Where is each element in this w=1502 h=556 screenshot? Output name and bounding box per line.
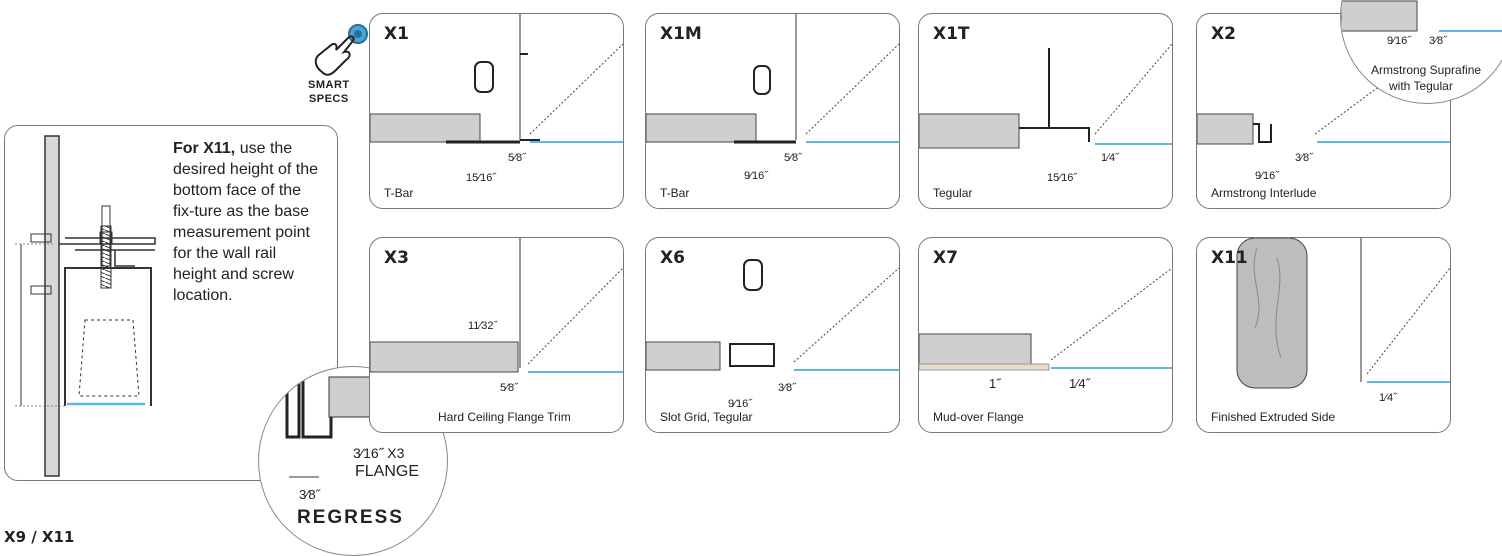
panel-x1t-label: Tegular bbox=[933, 186, 973, 200]
suprafine-dim-a: 9⁄16˝ bbox=[1387, 35, 1411, 47]
panel-x1[interactable]: X1 5⁄8˝ 15⁄16˝ T-Bar bbox=[369, 13, 624, 209]
hand-touch-icon bbox=[314, 24, 368, 76]
panel-x1m-title: X1M bbox=[660, 24, 702, 44]
panel-x2-dim-a: 3⁄8˝ bbox=[1295, 152, 1313, 164]
bottom-title: X9 / X11 bbox=[4, 528, 75, 546]
x11-detail-panel: For X11, use the desired height of the b… bbox=[4, 125, 338, 481]
panel-x7-dim-b: 1⁄4˝ bbox=[1069, 376, 1090, 391]
panel-x1m-dim-a: 5⁄8˝ bbox=[784, 152, 802, 164]
smart-specs-badge[interactable]: SMART SPECS bbox=[300, 22, 370, 114]
panel-x3[interactable]: X3 11⁄32˝ 5⁄8˝ Hard Ceiling Flange Trim bbox=[369, 237, 624, 433]
panel-x7-label: Mud-over Flange bbox=[933, 410, 1024, 424]
regress-word: REGRESS bbox=[297, 507, 404, 528]
panel-x1m-dim-b: 9⁄16˝ bbox=[744, 170, 768, 182]
x11-note: For X11, use the desired height of the b… bbox=[173, 138, 323, 306]
panel-x3-label: Hard Ceiling Flange Trim bbox=[438, 410, 571, 424]
panel-x1-dim-a: 5⁄8˝ bbox=[508, 152, 526, 164]
panel-x6-dim-b: 9⁄16˝ bbox=[728, 398, 752, 410]
regress-dim: 3⁄8˝ bbox=[299, 487, 320, 502]
panel-x3-dim-b: 5⁄8˝ bbox=[500, 382, 518, 394]
panel-x3-title: X3 bbox=[384, 248, 409, 268]
panel-x2-dim-b: 9⁄16˝ bbox=[1255, 170, 1279, 182]
panel-x1m-label: T-Bar bbox=[660, 186, 690, 200]
panel-x7-title: X7 bbox=[933, 248, 958, 268]
suprafine-caption-1: Armstrong Suprafine bbox=[1371, 63, 1482, 77]
panel-x1-title: X1 bbox=[384, 24, 409, 44]
x11-note-text: use the desired height of the bottom fac… bbox=[173, 140, 318, 304]
panel-x6-title: X6 bbox=[660, 248, 685, 268]
panel-x6-label: Slot Grid, Tegular bbox=[660, 410, 753, 424]
panel-x1t[interactable]: X1T 1⁄4˝ 15⁄16˝ Tegular bbox=[918, 13, 1173, 209]
panel-x11-dim-a: 1⁄4˝ bbox=[1379, 392, 1397, 404]
panel-x3-dim-a: 11⁄32˝ bbox=[468, 320, 498, 332]
panel-x1-dim-b: 15⁄16˝ bbox=[466, 172, 496, 184]
panel-x11[interactable]: X11 1⁄4˝ Finished Extruded Side bbox=[1196, 237, 1451, 433]
x11-note-bold: For X11, bbox=[173, 140, 236, 157]
panel-x1-label: T-Bar bbox=[384, 186, 414, 200]
smart-specs-text: SMART SPECS bbox=[308, 79, 350, 105]
panel-x1t-title: X1T bbox=[933, 24, 970, 44]
suprafine-caption-2: with Tegular bbox=[1389, 79, 1453, 93]
panel-x1m[interactable]: X1M 5⁄8˝ 9⁄16˝ T-Bar bbox=[645, 13, 900, 209]
panel-x6-dim-a: 3⁄8˝ bbox=[778, 382, 796, 394]
panel-x11-label: Finished Extruded Side bbox=[1211, 410, 1336, 424]
flange-word: FLANGE bbox=[355, 463, 420, 480]
flange-dim: 3⁄16˝ X3 bbox=[353, 445, 405, 461]
panel-x7[interactable]: X7 1˝ 1⁄4˝ Mud-over Flange bbox=[918, 237, 1173, 433]
panel-x7-dim-a: 1˝ bbox=[989, 376, 1001, 391]
suprafine-dim-b: 3⁄8˝ bbox=[1429, 35, 1447, 47]
x11-mount-diagram bbox=[15, 135, 156, 477]
panel-x1t-dim-a: 1⁄4˝ bbox=[1101, 152, 1119, 164]
panel-x2-label: Armstrong Interlude bbox=[1211, 186, 1317, 200]
suprafine-detail: 9⁄16˝ 3⁄8˝ Armstrong Suprafine with Tegu… bbox=[1340, 0, 1502, 104]
panel-x11-title: X11 bbox=[1211, 248, 1248, 268]
panel-x6[interactable]: X6 3⁄8˝ 9⁄16˝ Slot Grid, Tegular bbox=[645, 237, 900, 433]
panel-x1t-dim-b: 15⁄16˝ bbox=[1047, 172, 1077, 184]
panel-x2-title: X2 bbox=[1211, 24, 1236, 44]
